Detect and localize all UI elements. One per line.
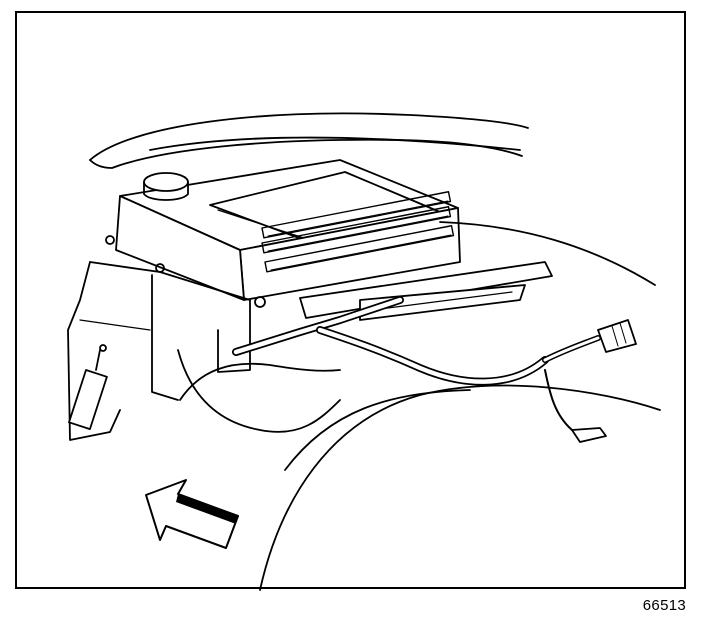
ecm-module (105, 159, 461, 308)
hood-edge (89, 112, 529, 169)
mounting-bracket (67, 261, 251, 441)
fender (177, 221, 661, 591)
slide-rail (299, 261, 553, 321)
figure-number: 66513 (642, 597, 686, 614)
washer-neck (68, 344, 108, 431)
wiring-harness (232, 296, 637, 443)
forward-arrow-icon (145, 479, 239, 549)
